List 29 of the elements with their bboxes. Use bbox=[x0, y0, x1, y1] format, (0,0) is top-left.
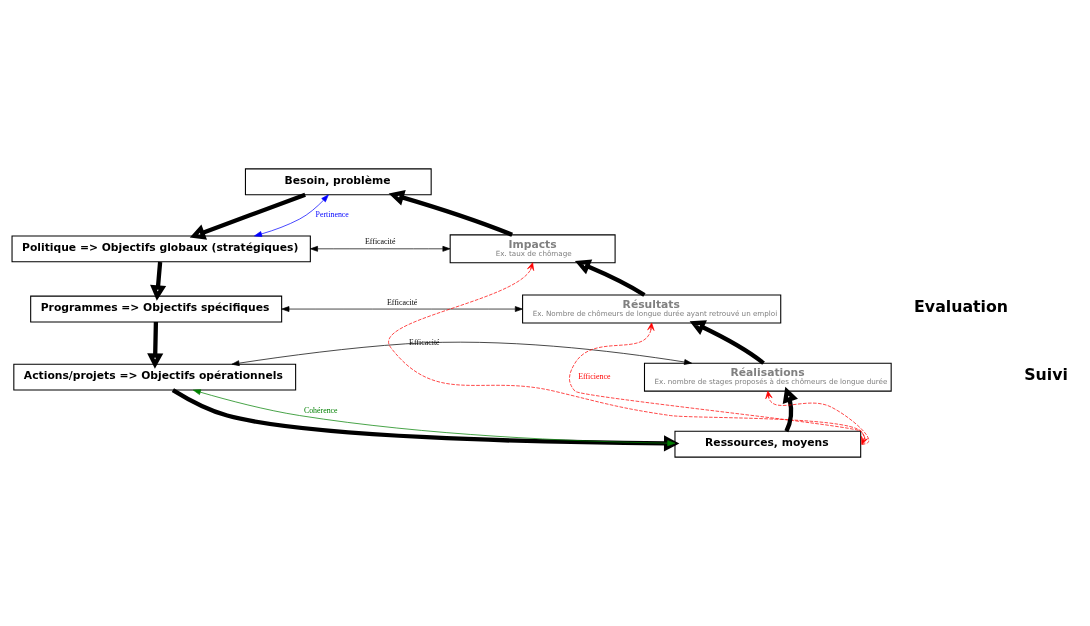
node-box: Ressources, moyens bbox=[674, 430, 862, 458]
arrow bbox=[782, 386, 798, 433]
arrow bbox=[765, 390, 870, 445]
arrow bbox=[388, 190, 513, 237]
node-box: Besoin, problème bbox=[244, 168, 432, 196]
arrow bbox=[189, 192, 306, 240]
node-box: Résultats Ex. Nombre de chômeurs de longue durée ayant retrouvé un emploi bbox=[522, 294, 782, 324]
edge-label: Efficacité bbox=[386, 297, 418, 307]
node-box: Actions/projets => Objectifs opérationnels bbox=[13, 363, 297, 391]
arrow bbox=[574, 259, 646, 297]
arrow bbox=[231, 341, 692, 366]
node-box: Politique => Objectifs globaux (stratégiques) bbox=[11, 235, 311, 263]
edge-label: Cohérence bbox=[303, 406, 338, 416]
edge-label: Pertinence bbox=[315, 209, 349, 219]
arrow bbox=[281, 306, 523, 312]
arrow bbox=[388, 262, 866, 445]
arrow bbox=[147, 321, 164, 369]
arrow bbox=[689, 320, 765, 365]
arrow bbox=[569, 322, 868, 445]
node-box: Impacts Ex. taux de chômage bbox=[449, 234, 616, 264]
arrow bbox=[254, 194, 329, 237]
label: Suivi bbox=[1024, 365, 1068, 385]
node-box: Programmes => Objectifs spécifiques bbox=[30, 295, 283, 323]
edge-label: Efficience bbox=[578, 372, 611, 382]
arrow bbox=[310, 245, 451, 252]
node-box: Réalisations Ex. nombre de stages proposés à des chômeurs de longue durée bbox=[643, 362, 892, 392]
label: Evaluation bbox=[914, 297, 1009, 317]
arrow bbox=[150, 261, 167, 301]
edge-label: Efficacité bbox=[365, 237, 396, 247]
